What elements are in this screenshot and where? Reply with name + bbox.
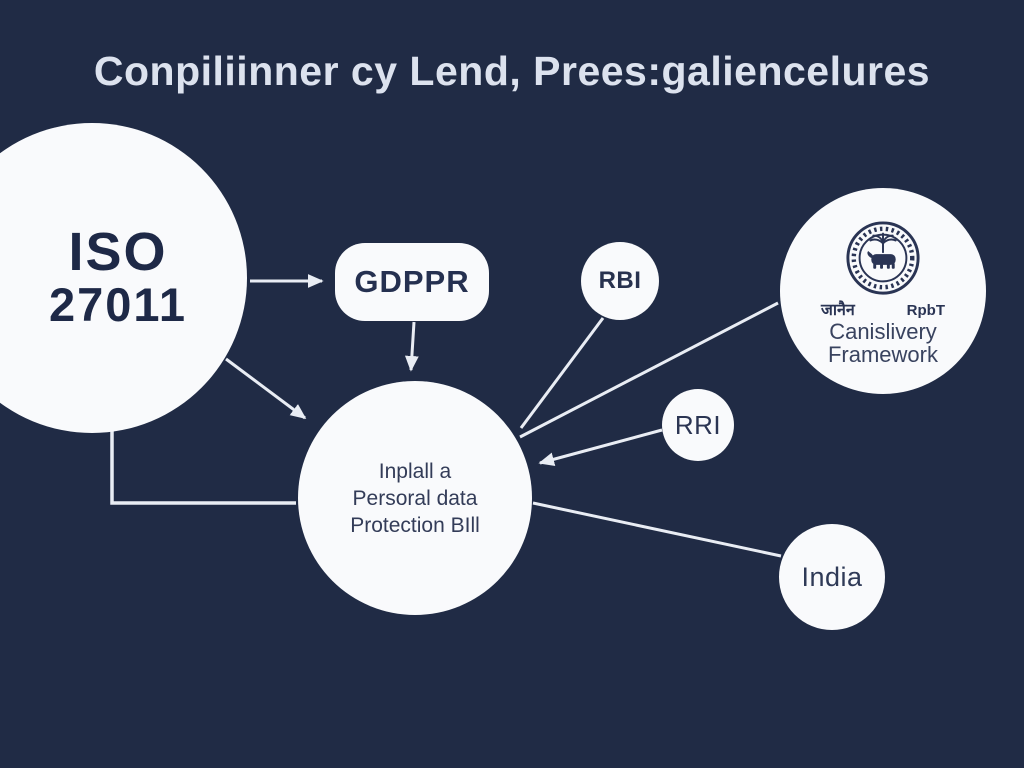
- india-label: India: [801, 561, 863, 592]
- central-label-line1: Inplall a: [378, 459, 452, 483]
- seal-caption-right: RpbT: [906, 301, 945, 319]
- gdpr-label: GDPPR: [354, 264, 470, 299]
- seal-caption: जानैन RpbT: [821, 298, 945, 320]
- seal-caption-left: जानैन: [821, 301, 855, 319]
- iso-text-block: ISO 27011: [49, 225, 187, 331]
- connector-iso-central-elbow: [110, 430, 296, 505]
- node-rri: RRI: [662, 389, 734, 461]
- framework-label-line1: Canislivery: [829, 318, 937, 344]
- central-label-line2: Persoral data: [352, 486, 478, 510]
- node-india: India: [779, 524, 885, 630]
- iso-number: 27011: [48, 278, 188, 332]
- node-rbi: RBI: [581, 242, 659, 320]
- node-rbi-framework: जानैन RpbT Canislivery Framework: [780, 188, 986, 394]
- diagram-title: Conpiliinner cy Lend, Prees:galiencelure…: [93, 48, 931, 94]
- framework-label-line2: Framework: [827, 341, 938, 367]
- rbi-seal-icon: [846, 220, 920, 295]
- connector-iso-central: [225, 357, 307, 420]
- iso-label: ISO: [68, 222, 168, 283]
- node-personal-data-protection-bill: Inplall a Persoral data Protection BIll: [298, 381, 532, 615]
- node-iso-27011: ISO 27011: [0, 123, 247, 433]
- node-gdpr: GDPPR: [335, 243, 489, 321]
- connector-rbi-central: [519, 317, 605, 429]
- rri-label: RRI: [674, 409, 722, 440]
- central-label-line3: Protection BIll: [350, 513, 480, 537]
- connector-central-india: [532, 501, 782, 558]
- connector-rri-central: [538, 428, 663, 467]
- rbi-label: RBI: [598, 267, 642, 294]
- connector-framework-central: [519, 301, 779, 439]
- connector-gdpr-central: [404, 321, 419, 372]
